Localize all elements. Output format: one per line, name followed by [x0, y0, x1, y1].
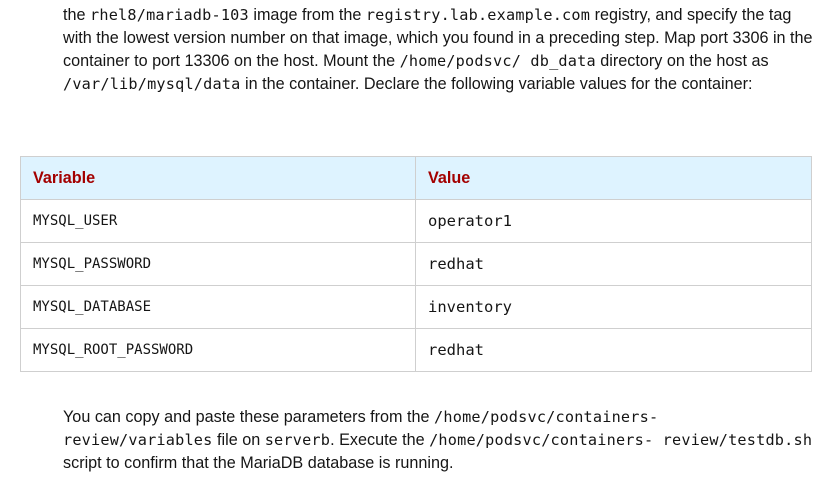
value-cell: redhat — [415, 328, 812, 372]
text-run: image from the — [248, 6, 366, 24]
container-path-code: /var/lib/mysql/data — [63, 75, 241, 93]
value-cell: redhat — [415, 242, 812, 286]
column-header-variable: Variable — [20, 156, 416, 200]
table-row: MYSQL_ROOT_PASSWORD redhat — [20, 328, 812, 372]
followup-paragraph: You can copy and paste these parameters … — [63, 406, 815, 475]
text-run: directory on the host as — [595, 52, 769, 70]
value-cell: operator1 — [415, 199, 812, 243]
table-row: MYSQL_PASSWORD redhat — [20, 242, 812, 286]
table-row: MYSQL_USER operator1 — [20, 199, 812, 243]
registry-code: registry.lab.example.com — [365, 6, 591, 24]
table-row: MYSQL_DATABASE inventory — [20, 285, 812, 329]
text-run: . Execute the — [330, 431, 430, 449]
script-path-code: /home/podsvc/containers- review/testdb.s… — [429, 431, 813, 449]
variable-cell: MYSQL_PASSWORD — [20, 242, 416, 286]
host-path-code: /home/podsvc/ db_data — [399, 52, 596, 70]
variable-cell: MYSQL_USER — [20, 199, 416, 243]
text-run: script to confirm that the MariaDB datab… — [63, 454, 454, 472]
text-run: file on — [212, 431, 265, 449]
text-run: the — [63, 6, 91, 24]
variable-cell: MYSQL_ROOT_PASSWORD — [20, 328, 416, 372]
text-run: in the container. Declare the following … — [240, 75, 753, 93]
text-run: registry, and specify the tag with the l… — [63, 6, 813, 70]
instruction-paragraph: the rhel8/mariadb-103 image from the reg… — [63, 4, 815, 96]
value-cell: inventory — [415, 285, 812, 329]
column-header-value: Value — [415, 156, 812, 200]
table-header-row: Variable Value — [20, 156, 812, 200]
server-name-code: serverb — [264, 431, 331, 449]
text-run: You can copy and paste these parameters … — [63, 408, 435, 426]
image-name-code: rhel8/mariadb-103 — [90, 6, 249, 24]
variable-cell: MYSQL_DATABASE — [20, 285, 416, 329]
variables-file-code: /home/podsvc/containers- review/variable… — [63, 408, 659, 449]
variables-table: Variable Value MYSQL_USER operator1 MYSQ… — [20, 156, 812, 372]
